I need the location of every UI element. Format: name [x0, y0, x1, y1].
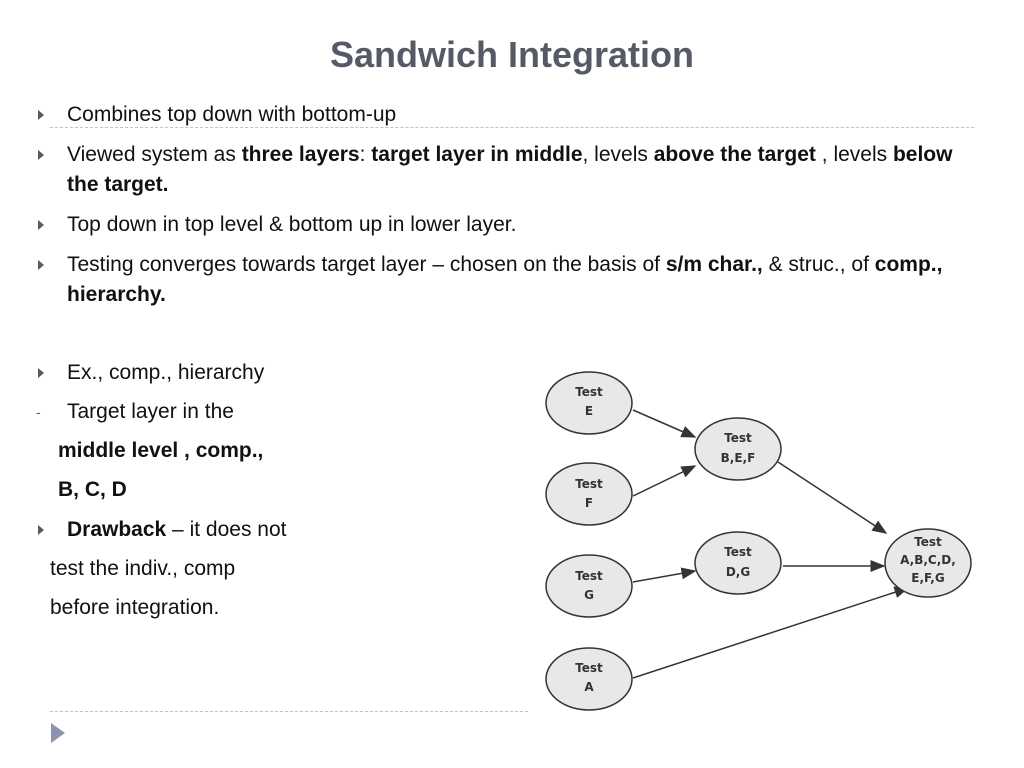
edge-a-to-all — [632, 586, 910, 679]
svg-text:D,G: D,G — [726, 565, 750, 579]
svg-text:Test: Test — [724, 431, 752, 445]
next-slide-icon[interactable] — [51, 723, 65, 743]
edge-f-to-bef — [632, 465, 697, 497]
drawback-line: Drawback – it does not — [67, 518, 287, 541]
edge-bef-to-all — [777, 461, 888, 534]
svg-text:Test: Test — [575, 385, 603, 399]
target-layer-line: Target layer in the — [67, 400, 234, 423]
example-line: Ex., comp., hierarchy — [67, 361, 265, 384]
footer-divider — [50, 711, 528, 712]
svg-text:A,B,C,D,: A,B,C,D, — [900, 553, 956, 567]
svg-text:Test: Test — [724, 545, 752, 559]
drawback-cont-1: test the indiv., comp — [50, 557, 236, 580]
dash-marker: - — [36, 404, 41, 420]
slide-title: Sandwich Integration — [329, 34, 695, 75]
bullet-testing-converges: Testing converges towards target layer –… — [67, 253, 943, 306]
bullet-icon — [38, 150, 44, 160]
bullet-three-layers: Viewed system as three layers: target la… — [67, 143, 953, 196]
node-test-a: Test A — [545, 647, 633, 711]
middle-level-line: middle level , comp., — [58, 439, 264, 462]
svg-text:Test: Test — [914, 535, 942, 549]
integration-diagram: Test E Test F Test G Test A Test B,E,F T… — [545, 371, 972, 711]
bullet-icon — [38, 260, 44, 270]
svg-text:G: G — [584, 588, 594, 602]
bcd-line: B, C, D — [58, 478, 127, 501]
node-test-g: Test G — [545, 554, 633, 618]
edge-g-to-dg — [632, 567, 697, 583]
svg-text:Test: Test — [575, 661, 603, 675]
svg-text:B,E,F: B,E,F — [721, 451, 756, 465]
node-test-bef: Test B,E,F — [694, 417, 782, 481]
node-test-e: Test E — [545, 371, 633, 435]
bullet-icon — [38, 220, 44, 230]
svg-text:Test: Test — [575, 569, 603, 583]
bullet-icon — [38, 368, 44, 378]
svg-text:E,F,G: E,F,G — [911, 571, 944, 585]
bullet-icon — [38, 525, 44, 535]
bullet-icon — [38, 110, 44, 120]
drawback-cont-2: before integration. — [50, 596, 220, 619]
node-test-f: Test F — [545, 462, 633, 526]
svg-text:E: E — [585, 404, 593, 418]
bullet-top-down: Top down in top level & bottom up in low… — [67, 213, 517, 236]
edge-e-to-bef — [632, 409, 697, 438]
header-divider — [50, 127, 974, 128]
node-test-dg: Test D,G — [694, 531, 782, 595]
node-test-all: Test A,B,C,D, E,F,G — [884, 528, 972, 598]
svg-text:A: A — [584, 680, 594, 694]
svg-text:F: F — [585, 496, 593, 510]
svg-text:Test: Test — [575, 477, 603, 491]
bullet-combines: Combines top down with bottom-up — [67, 103, 397, 126]
